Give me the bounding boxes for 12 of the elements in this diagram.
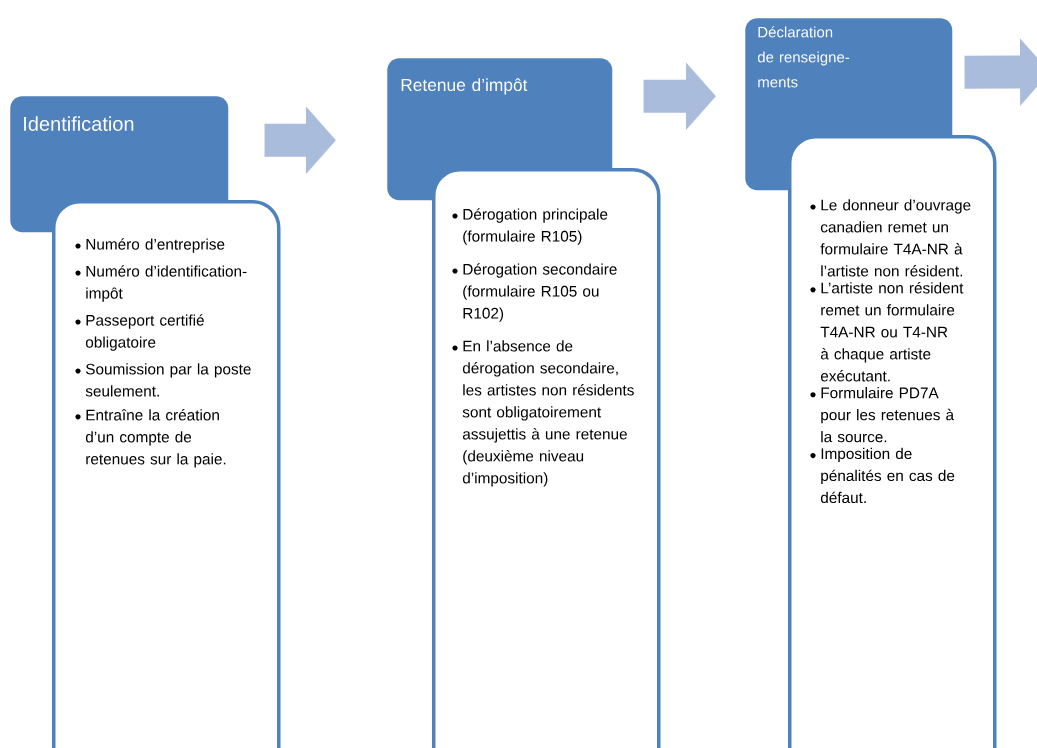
bullet-item: Imposition de pénalités en cas de défaut. [820,447,955,504]
bullet-item: L’artiste non résident remet un formulaire T4A-NR ou T4-NR à chaque artiste exécutant. [820,282,964,382]
bullet-item: Dérogation principale (formulaire R105) [463,208,608,245]
bullet-item: Numéro d’identification-impôt [86,265,247,302]
bullet-item: Numéro d’entreprise [86,238,225,253]
bullet-item: Le donneur d’ouvrage canadien remet un formulaire T4A-NR à l’artiste non résident. [820,199,971,277]
bullet-item: Passeport certifié obligatoire [85,314,204,351]
bullet-item: Entraîne la création d’un compte de retenues sur la paie. [85,409,226,468]
bullet-item: Dérogation secondaire (formulaire R105 ou R102) [463,263,617,322]
bullet-item: Soumission par la poste seulement. [85,363,251,397]
bullet-item: Formulaire PD7A pour les retenues à la source. [821,387,955,443]
bullet-item: En l’absence de dérogation secondaire, les artistes non résidents sont obligatoirement assujettis à une retenue (deuxième niveau d’imposition) [462,340,634,487]
